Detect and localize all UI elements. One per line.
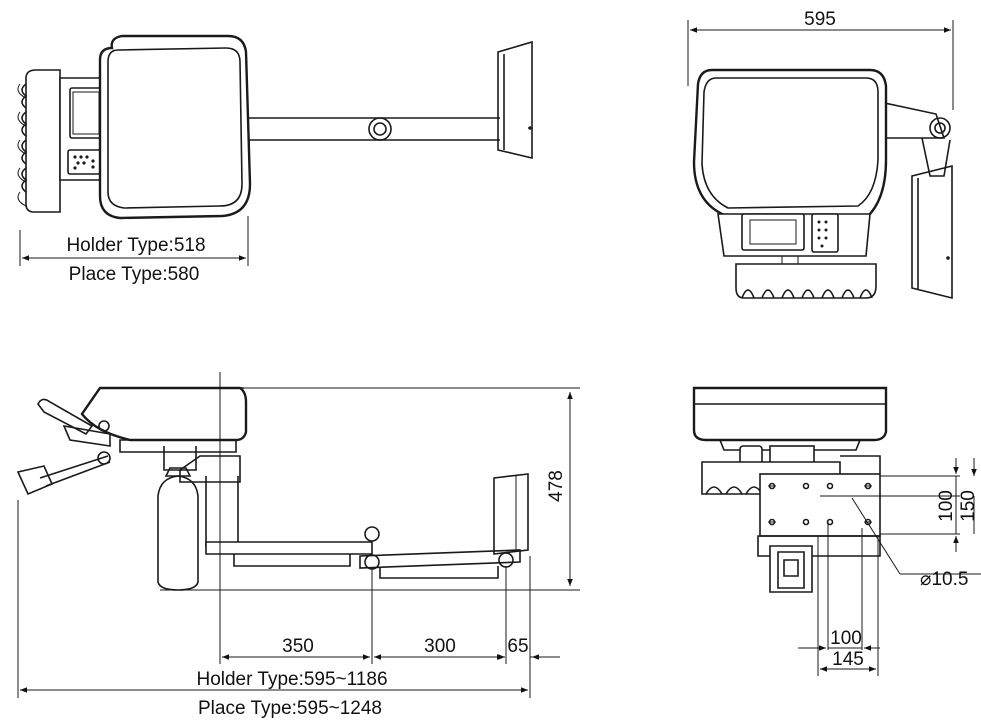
top-view-holder-dimension: Holder Type:518 <box>66 235 205 256</box>
side-view: 478 350 300 65 Holder Type:595~1186 Plac… <box>16 372 580 719</box>
base-view-width-100: 100 <box>830 628 862 649</box>
side-view-height-dimension: 478 <box>546 470 567 502</box>
side-view-segment-65: 65 <box>507 636 528 657</box>
base-view-height-150: 150 <box>958 490 979 522</box>
front-view: 595 <box>687 9 954 300</box>
side-view-holder-total: Holder Type:595~1186 <box>196 669 387 690</box>
side-view-place-total: Place Type:595~1248 <box>198 698 382 719</box>
base-view-hole-diameter: ⌀10.5 <box>920 569 968 590</box>
side-view-segment-350: 350 <box>282 636 314 657</box>
front-view-width-dimension: 595 <box>804 9 836 30</box>
base-view-height-100: 100 <box>936 490 957 522</box>
base-view: 100 150 ⌀10.5 100 145 <box>692 386 981 676</box>
top-view-place-dimension: Place Type:580 <box>69 264 200 285</box>
top-view: Holder Type:518 Place Type:580 <box>17 34 533 285</box>
side-view-segment-300: 300 <box>424 636 456 657</box>
base-view-width-145: 145 <box>832 649 864 670</box>
